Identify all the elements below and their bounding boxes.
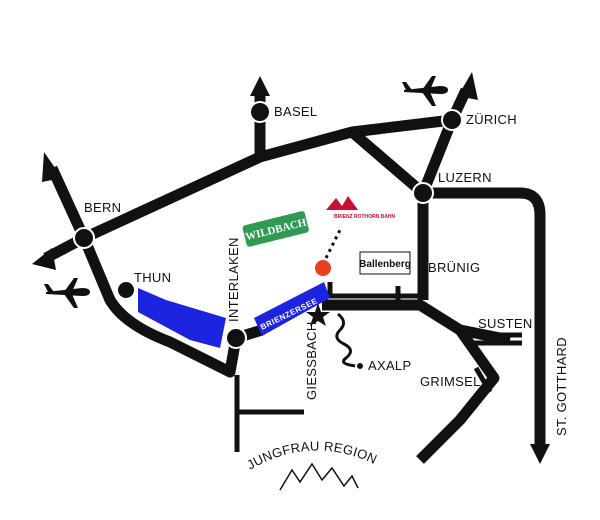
arrow-gotthard xyxy=(530,444,550,464)
label-thun: THUN xyxy=(134,270,171,285)
arrowheads xyxy=(32,72,550,464)
jungfrau-region-text: JUNGFRAU REGION xyxy=(244,438,379,472)
road-bern-zurich xyxy=(81,114,453,243)
node-axalp[interactable] xyxy=(355,361,365,371)
road-luzern-gotthard xyxy=(423,187,546,448)
arrow-bern-west xyxy=(32,248,56,270)
brienz-rothorn-logo-text: BRIENZ ROTHORN BAHN xyxy=(334,214,395,220)
lake-thunersee xyxy=(138,288,226,348)
label-zurich: ZÜRICH xyxy=(466,112,517,127)
road-zurich-luzern xyxy=(417,117,458,196)
node-luzern[interactable] xyxy=(412,182,434,204)
city-nodes xyxy=(73,101,463,371)
label-jungfrau-region: JUNGFRAU REGION xyxy=(244,438,379,472)
wildbach-logo[interactable]: WILDBACH xyxy=(242,211,309,248)
brienz-rothorn-logo[interactable]: BRIENZ ROTHORN BAHN xyxy=(326,196,395,220)
node-thun[interactable] xyxy=(116,280,136,300)
label-interlaken: INTERLAKEN xyxy=(226,237,241,322)
road-to-brunig-upper xyxy=(327,282,418,299)
road-bern-interlaken xyxy=(78,235,242,378)
road-grimsel-lower xyxy=(418,410,472,458)
road-highway-luzern xyxy=(348,127,427,198)
road-susten xyxy=(416,326,500,464)
arrow-zurich xyxy=(458,72,478,100)
label-axalp: AXALP xyxy=(368,358,411,373)
mountain-icon xyxy=(279,462,359,491)
ballenberg-logo-text: Ballenberg xyxy=(359,259,411,270)
label-susten: SUSTEN xyxy=(478,316,533,331)
label-giessbach: GIESSBACH xyxy=(304,321,319,400)
label-bern: BERN xyxy=(84,200,121,215)
road-network xyxy=(43,87,546,464)
airplane-icon xyxy=(44,278,90,308)
lake-brienzersee xyxy=(254,282,330,336)
arrow-bern-north xyxy=(42,152,62,182)
minor-roads xyxy=(234,282,522,458)
road-grimsel-upper xyxy=(473,366,493,394)
arrow-basel xyxy=(250,76,270,96)
label-brunig: BRÜNIG xyxy=(428,260,480,275)
star-icon[interactable] xyxy=(306,303,330,326)
node-zurich[interactable] xyxy=(441,109,463,131)
airplane-icon xyxy=(402,76,448,106)
label-basel: BASEL xyxy=(274,104,317,119)
node-basel[interactable] xyxy=(249,101,271,123)
node-bern[interactable] xyxy=(73,227,95,249)
ballenberg-logo[interactable]: Ballenberg xyxy=(359,251,411,275)
hotel-marker[interactable] xyxy=(315,260,331,276)
road-bern-north xyxy=(46,165,90,241)
label-st-gotthard: ST. GOTTHARD xyxy=(554,337,569,436)
rothorn-mountain-icon xyxy=(326,196,358,210)
label-grimsel: GRIMSEL xyxy=(420,374,481,389)
road-axalp xyxy=(335,312,357,368)
rothorn-dotted-line xyxy=(324,229,342,259)
label-luzern: LUZERN xyxy=(438,170,492,185)
node-interlaken[interactable] xyxy=(225,327,247,349)
